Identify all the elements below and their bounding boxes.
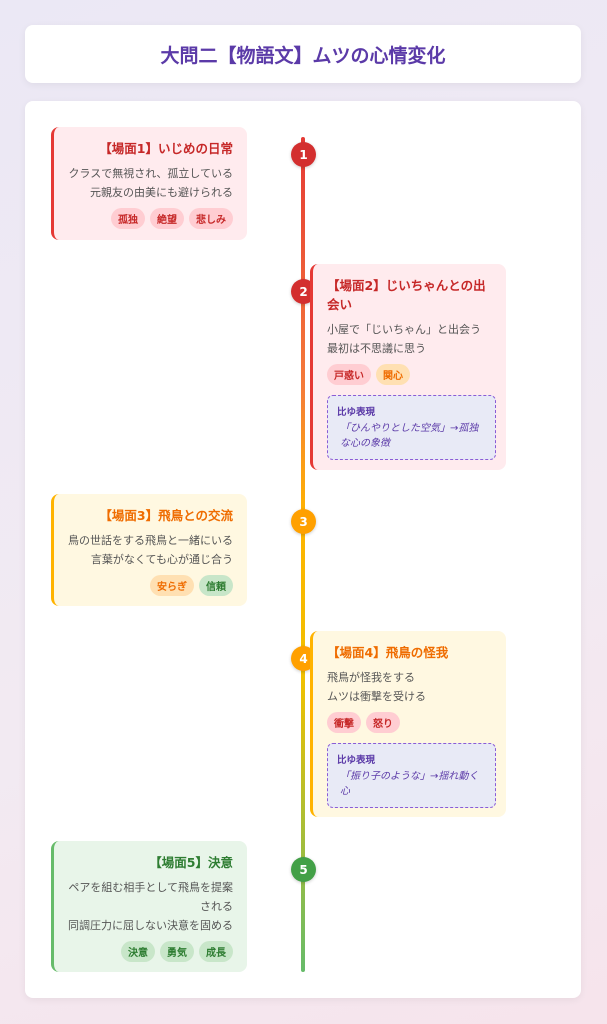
scene-line: 飛鳥が怪我をする xyxy=(327,671,415,684)
scene-card-2: 【場面2】じいちゃんとの出会い 小屋で「じいちゃん」と出会う 最初は不思議に思う… xyxy=(310,264,506,470)
emotion-tag: 信頼 xyxy=(199,575,233,596)
metaphor-box: 比ゆ表現「ひんやりとした空気」→孤独な心の象徴 xyxy=(327,395,496,460)
emotion-tag: 戸惑い xyxy=(327,364,371,385)
emotion-tag: 安らぎ xyxy=(150,575,194,596)
metaphor-text: 「振り子のような」→揺れ動く心 xyxy=(340,771,479,797)
scene-title: 【場面1】いじめの日常 xyxy=(99,141,233,156)
emotion-tag: 決意 xyxy=(121,941,155,962)
scene-line: 同調圧力に屈しない決意を固める xyxy=(68,919,233,932)
emotion-tag: 悲しみ xyxy=(189,208,233,229)
title-card: 大問二【物語文】ムツの心情変化 xyxy=(25,25,581,83)
timeline-line xyxy=(301,137,305,972)
scene-card-4: 【場面4】飛鳥の怪我 飛鳥が怪我をする ムツは衝撃を受ける 衝撃怒り 比ゆ表現「… xyxy=(310,631,506,817)
emotion-tag: 関心 xyxy=(376,364,410,385)
scene-title: 【場面3】飛鳥との交流 xyxy=(99,508,233,523)
scene-title: 【場面5】決意 xyxy=(149,855,233,870)
metaphor-label: 比ゆ表現 xyxy=(337,407,376,418)
emotion-tag: 孤独 xyxy=(111,208,145,229)
timeline-panel: 1 2 3 4 5 【場面1】いじめの日常 クラスで無視され、孤立している 元親… xyxy=(25,101,581,998)
page-title: 大問二【物語文】ムツの心情変化 xyxy=(160,44,446,67)
scene-card-3: 【場面3】飛鳥との交流 鳥の世話をする飛鳥と一緒にいる 言葉がなくても心が通じ合… xyxy=(51,494,247,606)
scene-card-5: 【場面5】決意 ペアを組む相手として飛鳥を提案される 同調圧力に屈しない決意を固… xyxy=(51,841,247,972)
scene-line: ペアを組む相手として飛鳥を提案される xyxy=(68,881,233,913)
metaphor-text: 「ひんやりとした空気」→孤独な心の象徴 xyxy=(340,423,479,449)
scene-line: 最初は不思議に思う xyxy=(327,342,426,355)
scene-line: クラスで無視され、孤立している xyxy=(68,167,233,180)
scene-line: 小屋で「じいちゃん」と出会う xyxy=(327,323,481,336)
scene-marker-5: 5 xyxy=(291,857,316,882)
emotion-tag: 成長 xyxy=(199,941,233,962)
scene-card-1: 【場面1】いじめの日常 クラスで無視され、孤立している 元親友の由美にも避けられ… xyxy=(51,127,247,240)
scene-line: ムツは衝撃を受ける xyxy=(327,690,426,703)
scene-line: 元親友の由美にも避けられる xyxy=(90,186,233,199)
scene-title: 【場面2】じいちゃんとの出会い xyxy=(327,278,486,312)
metaphor-box: 比ゆ表現「振り子のような」→揺れ動く心 xyxy=(327,743,496,808)
scene-title: 【場面4】飛鳥の怪我 xyxy=(327,645,449,660)
emotion-tag: 衝撃 xyxy=(327,712,361,733)
scene-marker-1: 1 xyxy=(291,142,316,167)
scene-line: 言葉がなくても心が通じ合う xyxy=(90,553,233,566)
emotion-tag: 怒り xyxy=(366,712,400,733)
emotion-tag: 勇気 xyxy=(160,941,194,962)
scene-line: 鳥の世話をする飛鳥と一緒にいる xyxy=(68,534,233,547)
emotion-tag: 絶望 xyxy=(150,208,184,229)
scene-marker-3: 3 xyxy=(291,509,316,534)
metaphor-label: 比ゆ表現 xyxy=(337,755,376,766)
